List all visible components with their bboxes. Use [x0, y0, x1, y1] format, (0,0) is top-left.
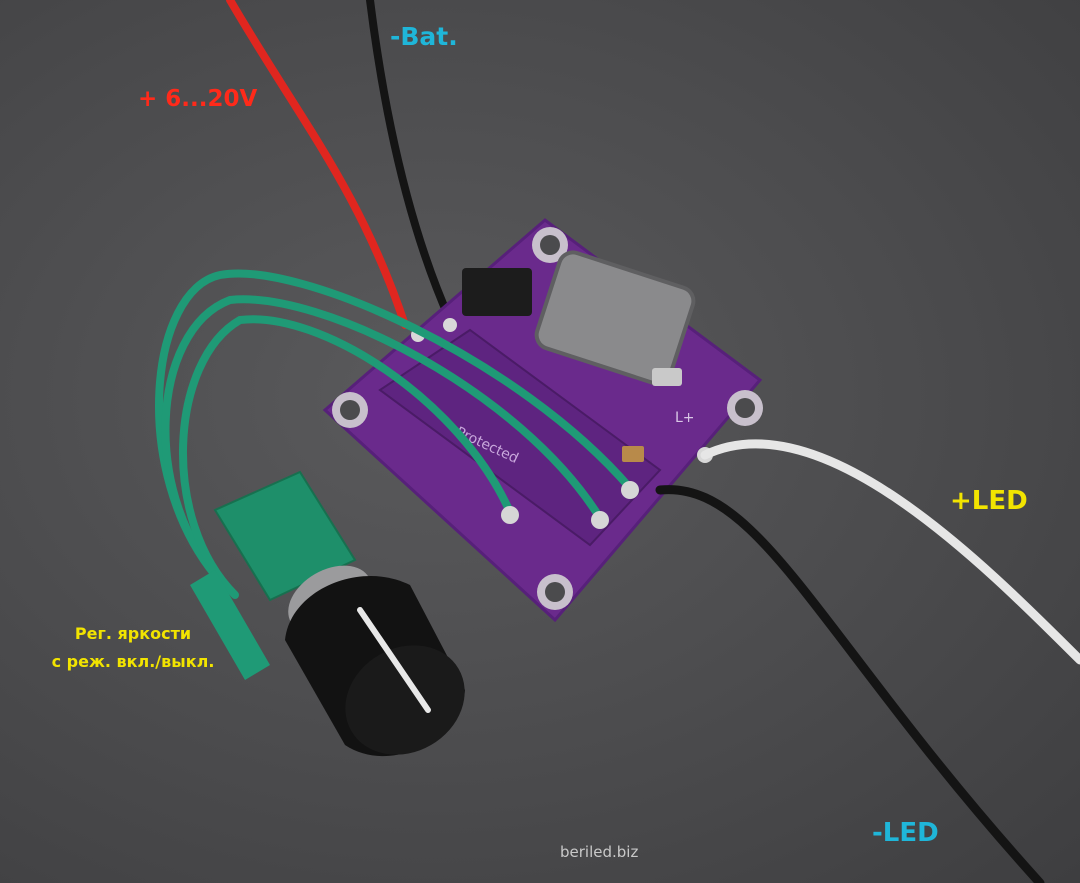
rotary-knob	[285, 576, 465, 757]
black-led-wire	[655, 485, 1045, 883]
brightness-control-label-line1: Рег. яркости	[74, 624, 192, 643]
green-wires	[155, 269, 634, 599]
led-positive-label: +LED	[950, 486, 1028, 516]
battery-negative-label: -Bat.	[390, 22, 458, 51]
pcb-board: Protected L+	[322, 218, 763, 623]
led-negative-label: -LED	[872, 818, 939, 848]
brightness-control-label-line2: с реж. вкл./выкл.	[51, 652, 215, 671]
input-voltage-label: + 6...20V	[138, 86, 258, 112]
red-wire	[226, 0, 409, 329]
black-bat-wire	[366, 0, 454, 324]
watermark: beriled.biz	[560, 843, 639, 861]
brightness-control-label: Рег. яркости с реж. вкл./выкл.	[18, 620, 248, 676]
white-led-wire	[700, 439, 1080, 665]
pcb-lplus-text: L+	[675, 410, 695, 426]
